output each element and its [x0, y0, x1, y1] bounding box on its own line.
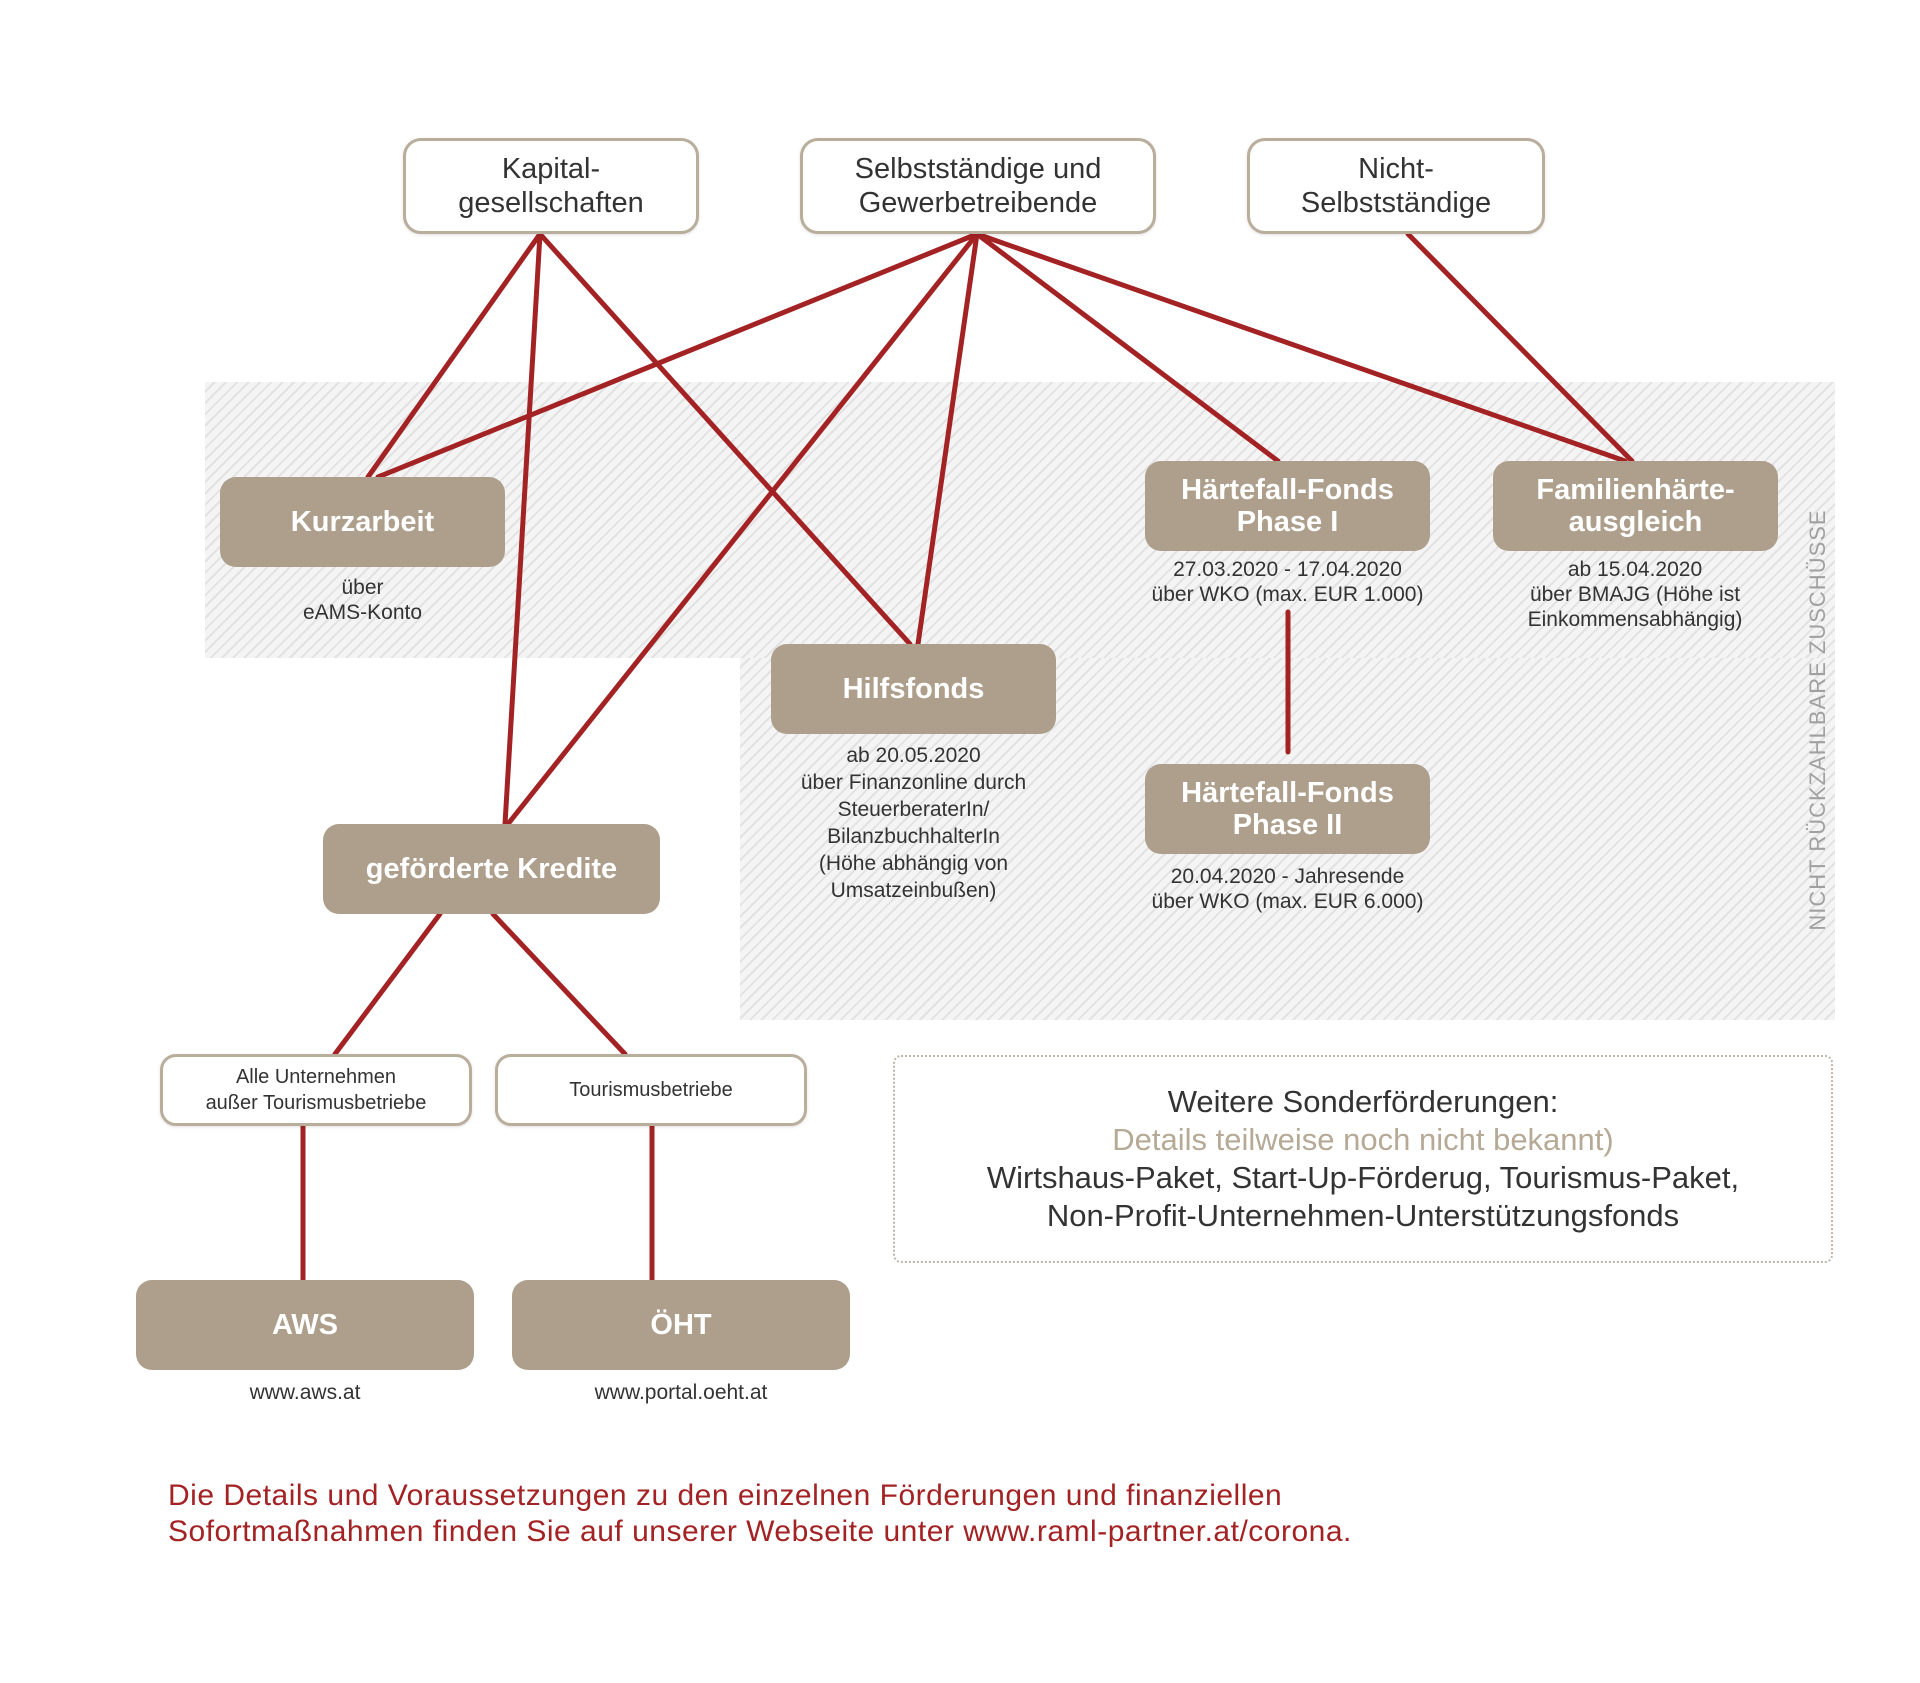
program-kurzarbeit-note: über eAMS-Konto — [302, 576, 423, 624]
zone-label-nicht-rueckzahlbare-zuschuesse: NICHT RÜCKZAHLBARE ZUSCHÜSSE — [1805, 509, 1830, 931]
program-hilfsfonds-label: Hilfsfonds — [842, 673, 985, 705]
program-hilfsfonds-note: ab 20.05.2020 über Finanzonline durch St… — [800, 744, 1027, 902]
weitere-sonderfoerderungen-box: Weitere Sonderförderungen: Details teilw… — [893, 1055, 1833, 1263]
bank-oeht[interactable]: ÖHT — [512, 1280, 850, 1370]
program-haertefall-fonds-phase-2[interactable]: Härtefall-Fonds Phase II — [1145, 764, 1430, 854]
category-kapitalgesellschaften-label: Kapital- gesellschaften — [458, 153, 644, 219]
program-familienhaerteausgleich[interactable]: Familienhärte- ausgleich — [1493, 461, 1778, 551]
bank-oeht-label: ÖHT — [650, 1309, 712, 1341]
footer-line-1: Die Details und Voraussetzungen zu den e… — [168, 1479, 1283, 1512]
special-title: Weitere Sonderförderungen: — [1167, 1084, 1559, 1119]
special-list-line-1: Wirtshaus-Paket, Start-Up-Förderug, Tour… — [986, 1160, 1740, 1195]
program-gefoerderte-kredite-label: geförderte Kredite — [365, 853, 618, 885]
target-alle-unternehmen-label: Alle Unternehmen außer Tourismusbetriebe — [205, 1066, 427, 1114]
target-tourismusbetriebe-label: Tourismusbetriebe — [569, 1079, 733, 1101]
footer-note: Die Details und Voraussetzungen zu den e… — [168, 1478, 1818, 1550]
category-nicht-selbststaendige-label: Nicht- Selbstständige — [1300, 153, 1492, 219]
special-list-line-2: Non-Profit-Unternehmen-Unterstützungsfon… — [1046, 1198, 1680, 1233]
connector-kredite-to-alle — [332, 911, 443, 1057]
bank-aws-url[interactable]: www.aws.at — [249, 1381, 361, 1404]
bank-aws-label: AWS — [271, 1309, 339, 1341]
program-hilfsfonds[interactable]: Hilfsfonds — [771, 644, 1056, 734]
program-familienhaerteausgleich-label: Familienhärte- ausgleich — [1536, 474, 1735, 538]
bank-aws[interactable]: AWS — [136, 1280, 474, 1370]
program-haertefall-fonds-phase-2-label: Härtefall-Fonds Phase II — [1181, 777, 1394, 841]
category-kapitalgesellschaften[interactable]: Kapital- gesellschaften — [403, 138, 699, 234]
program-haertefall-fonds-phase-2-note: 20.04.2020 - Jahresende über WKO (max. E… — [1151, 865, 1424, 913]
target-alle-unternehmen[interactable]: Alle Unternehmen außer Tourismusbetriebe — [160, 1054, 472, 1126]
program-familienhaerteausgleich-note: ab 15.04.2020 über BMAJG (Höhe ist Einko… — [1527, 558, 1743, 631]
program-haertefall-fonds-phase-1[interactable]: Härtefall-Fonds Phase I — [1145, 461, 1430, 551]
program-kurzarbeit-label: Kurzarbeit — [290, 506, 435, 538]
special-subtitle: Details teilweise noch nicht bekannt) — [1112, 1122, 1614, 1157]
connector-kredite-to-tourismus — [490, 911, 628, 1057]
footer-line-2[interactable]: Sofortmaßnahmen finden Sie auf unserer W… — [168, 1515, 1352, 1548]
category-selbststaendige[interactable]: Selbstständige und Gewerbetreibende — [800, 138, 1156, 234]
category-nicht-selbststaendige[interactable]: Nicht- Selbstständige — [1247, 138, 1545, 234]
program-gefoerderte-kredite[interactable]: geförderte Kredite — [323, 824, 660, 914]
program-kurzarbeit[interactable]: Kurzarbeit — [220, 477, 505, 567]
category-selbststaendige-label: Selbstständige und Gewerbetreibende — [854, 153, 1102, 219]
program-haertefall-fonds-phase-1-note: 27.03.2020 - 17.04.2020 über WKO (max. E… — [1151, 558, 1424, 606]
program-haertefall-fonds-phase-1-label: Härtefall-Fonds Phase I — [1181, 474, 1394, 538]
target-tourismusbetriebe[interactable]: Tourismusbetriebe — [495, 1054, 807, 1126]
bank-oeht-url[interactable]: www.portal.oeht.at — [594, 1381, 768, 1404]
